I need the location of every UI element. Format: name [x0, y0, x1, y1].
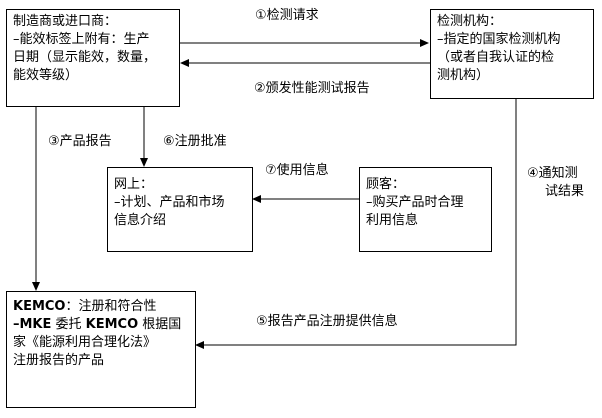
kemco-line: KEMCO：注册和符合性: [13, 298, 189, 316]
kemco-abbrev: KEMCO: [85, 317, 139, 332]
step2-label: ②颁发性能测试报告: [254, 81, 370, 96]
testing-agency-box: 检测机构： –指定的国家检测机构 （或者自我认证的检 测机构）: [430, 9, 594, 99]
customer-box: 顾客： –购买产品时合理 利用信息: [359, 167, 492, 252]
kemco-line: 注册报告的产品: [13, 353, 105, 368]
kemco-line-text: ：注册和符合性: [65, 299, 157, 314]
testing-agency-line: （或者自我认证的检: [437, 50, 555, 65]
online-line: 信息介绍: [114, 213, 167, 228]
manufacturer-line: –能效标签上附有：生产: [13, 32, 150, 47]
step4-label-line1: ④通知测: [527, 165, 578, 183]
step3-label: ③产品报告: [48, 133, 112, 151]
kemco-line-text: 委托: [51, 317, 86, 332]
kemco-line: –MKE 委托 KEMCO 根据国: [13, 316, 189, 334]
step6-label: ⑥注册批准: [163, 133, 227, 151]
step5-label: ⑤报告产品注册提供信息: [256, 314, 398, 329]
customer-line: –购买产品时合理: [366, 195, 464, 210]
kemco-line: 家《能源利用合理化法》: [13, 335, 157, 350]
customer-line: 利用信息: [366, 213, 419, 228]
manufacturer-title: 制造商或进口商：: [13, 14, 118, 29]
arrow-notify-and-report: [195, 99, 517, 349]
testing-agency-title: 检测机构：: [437, 14, 503, 29]
manufacturer-line: 能效等级）: [13, 68, 79, 83]
kemco-abbrev: KEMCO: [13, 299, 66, 314]
online-box: 网上： –计划、产品和市场 信息介绍: [107, 167, 253, 252]
testing-agency-line: 测机构）: [437, 68, 490, 83]
kemco-box: KEMCO：注册和符合性 –MKE 委托 KEMCO 根据国 家《能源利用合理化…: [6, 291, 196, 408]
step7-label: ⑦使用信息: [265, 163, 329, 178]
mke-abbrev: –MKE: [13, 317, 52, 332]
kemco-line-text: 根据国: [138, 317, 182, 332]
manufacturer-line: 日期（显示能效，数量，: [13, 50, 157, 65]
step1-label: ①检测请求: [255, 8, 319, 23]
online-line: –计划、产品和市场: [114, 195, 225, 210]
online-title: 网上：: [114, 177, 154, 192]
customer-title: 顾客：: [366, 177, 406, 192]
step4-label-line2: 试结果: [545, 183, 585, 201]
manufacturer-box: 制造商或进口商： –能效标签上附有：生产 日期（显示能效，数量， 能效等级）: [6, 9, 180, 107]
testing-agency-line: –指定的国家检测机构: [437, 32, 561, 47]
